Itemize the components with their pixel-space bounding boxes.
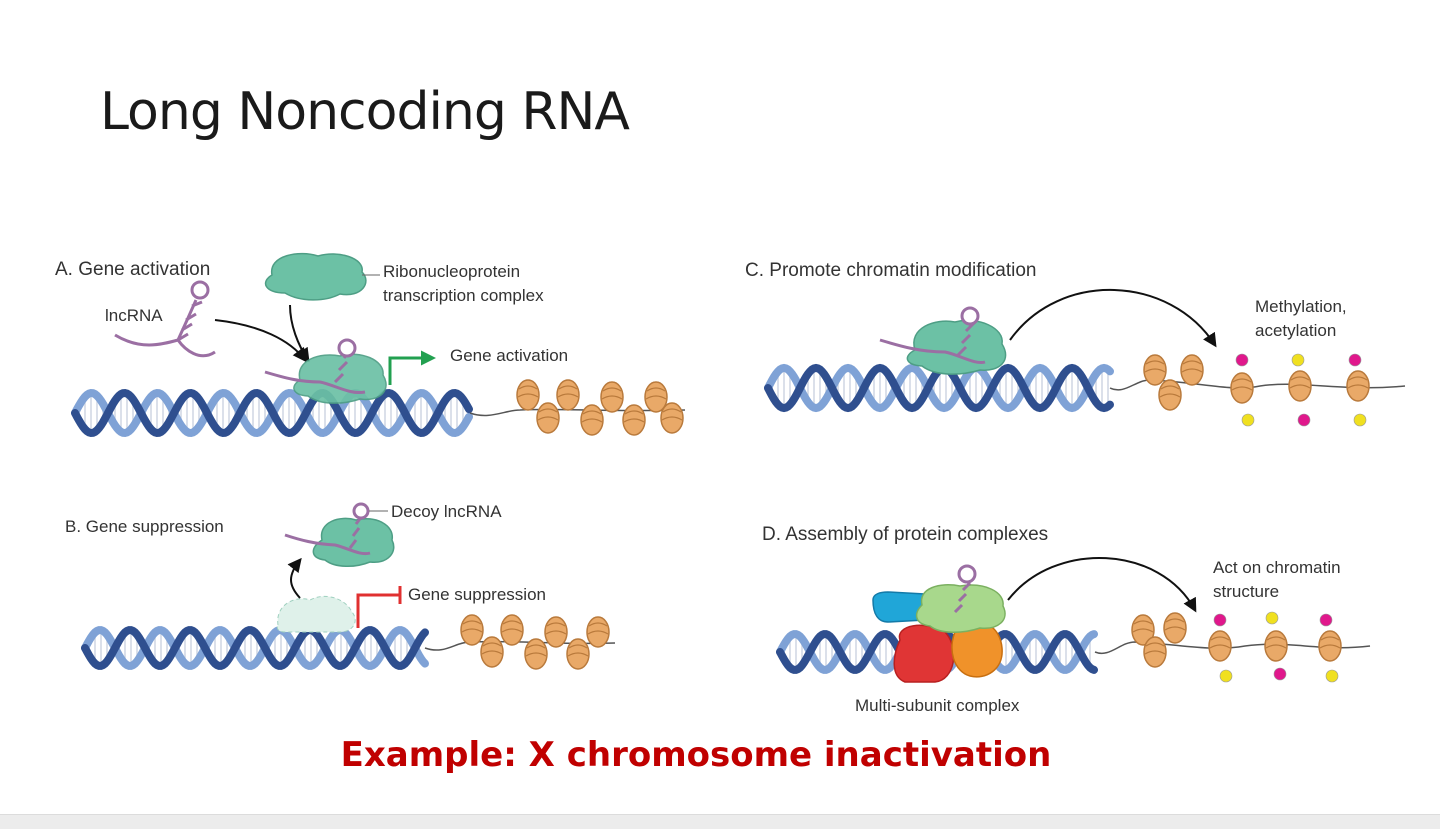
panel-b-heading: B. Gene suppression	[65, 517, 224, 536]
acetyl-mark	[1265, 611, 1279, 625]
nucleosome	[1158, 379, 1182, 411]
nucleosome	[1318, 630, 1342, 662]
acetyl-mark	[1219, 669, 1233, 683]
modification-marks-c	[1235, 353, 1367, 427]
nucleosome	[1143, 636, 1167, 668]
dna-helix-b	[81, 626, 429, 670]
suppression-bar	[356, 586, 402, 628]
nucleosome	[1288, 370, 1312, 402]
nucleosome	[500, 614, 524, 646]
lncrna-free	[114, 280, 216, 358]
nucleosomes-d	[1131, 612, 1342, 668]
nucleosome	[600, 381, 624, 413]
example-caption: Example: X chromosome inactivation	[340, 735, 1052, 775]
nucleosome	[480, 636, 504, 668]
nucleosome	[1264, 630, 1288, 662]
vacated-site	[276, 596, 356, 633]
nucleosome	[1208, 630, 1232, 662]
lncrna-recruit-arrow	[214, 319, 307, 363]
ribonucleoprotein-complex-free	[264, 252, 367, 301]
panel-c: C. Promote chromatin modification Methyl…	[745, 260, 1347, 375]
acetyl-mark	[1291, 353, 1305, 367]
acetyl-mark	[1325, 669, 1339, 683]
nucleosome	[524, 638, 548, 670]
dna-helix-a	[71, 388, 473, 438]
nucleosome	[580, 404, 604, 436]
nucleosome	[460, 614, 484, 646]
decoy-release-arrow	[287, 557, 302, 599]
activation-arrow	[388, 350, 436, 385]
panel-c-heading: C. Promote chromatin modification	[745, 260, 1036, 281]
slide-title: Long Noncoding RNA	[100, 82, 630, 142]
modification-arrow-c	[1009, 288, 1217, 348]
nucleosomes-c	[1143, 354, 1370, 411]
footer-bar	[0, 814, 1440, 829]
nucleosome	[644, 381, 668, 413]
nucleosome	[566, 638, 590, 670]
nucleosome	[1230, 372, 1254, 404]
nucleosome	[536, 402, 560, 434]
methyl-mark	[1273, 667, 1287, 681]
bound-complex-a	[264, 338, 387, 404]
nucleosome	[556, 379, 580, 411]
multi-subunit-label: Multi-subunit complex	[855, 696, 1020, 715]
nucleosome	[544, 616, 568, 648]
nucleosome	[516, 379, 540, 411]
suppression-label: Gene suppression	[408, 585, 546, 604]
nucleosome	[1346, 370, 1370, 402]
bound-complex-c	[879, 306, 1007, 375]
nucleosome	[1180, 354, 1204, 386]
methylation-label: Methylation,	[1255, 297, 1347, 316]
nucleosomes-a	[516, 379, 684, 436]
modification-marks-d	[1213, 611, 1339, 683]
methyl-mark	[1348, 353, 1362, 367]
nucleosome	[622, 404, 646, 436]
activation-label: Gene activation	[450, 346, 568, 365]
nucleosome	[586, 616, 610, 648]
modification-arrow-d	[1007, 557, 1197, 613]
methyl-mark	[1213, 613, 1227, 627]
nucleosome	[660, 402, 684, 434]
methyl-mark	[1297, 413, 1311, 427]
nucleosomes-b	[460, 614, 610, 670]
methyl-mark	[1235, 353, 1249, 367]
acetyl-mark	[1241, 413, 1255, 427]
structure-label: structure	[1213, 582, 1279, 601]
acetylation-label: acetylation	[1255, 321, 1336, 340]
nucleosome	[1163, 612, 1187, 644]
multi-subunit-complex	[872, 564, 1006, 683]
act-on-chromatin-label: Act on chromatin	[1213, 558, 1341, 577]
panel-a-heading: A. Gene activation	[55, 259, 210, 280]
decoy-label: Decoy lncRNA	[391, 502, 502, 521]
panel-d: D. Assembly of protein complexes Multi-s…	[762, 524, 1341, 715]
methyl-mark	[1319, 613, 1333, 627]
decoy-complex	[284, 502, 395, 567]
complex-label-line1: Ribonucleoprotein	[383, 262, 520, 281]
acetyl-mark	[1353, 413, 1367, 427]
nucleosome	[1143, 354, 1167, 386]
panel-d-heading: D. Assembly of protein complexes	[762, 524, 1048, 545]
complex-label-line2: transcription complex	[383, 286, 544, 305]
nucleosome	[1131, 614, 1155, 646]
panel-a: A. Gene activation Ribonucleoprotein tra…	[55, 252, 568, 404]
dna-helix-c	[764, 363, 1114, 413]
lncrna-label: lncRNA	[105, 306, 163, 325]
panel-b: B. Gene suppression Decoy lncRNA Gene su…	[65, 502, 546, 633]
complex-recruit-arrow	[289, 304, 310, 363]
